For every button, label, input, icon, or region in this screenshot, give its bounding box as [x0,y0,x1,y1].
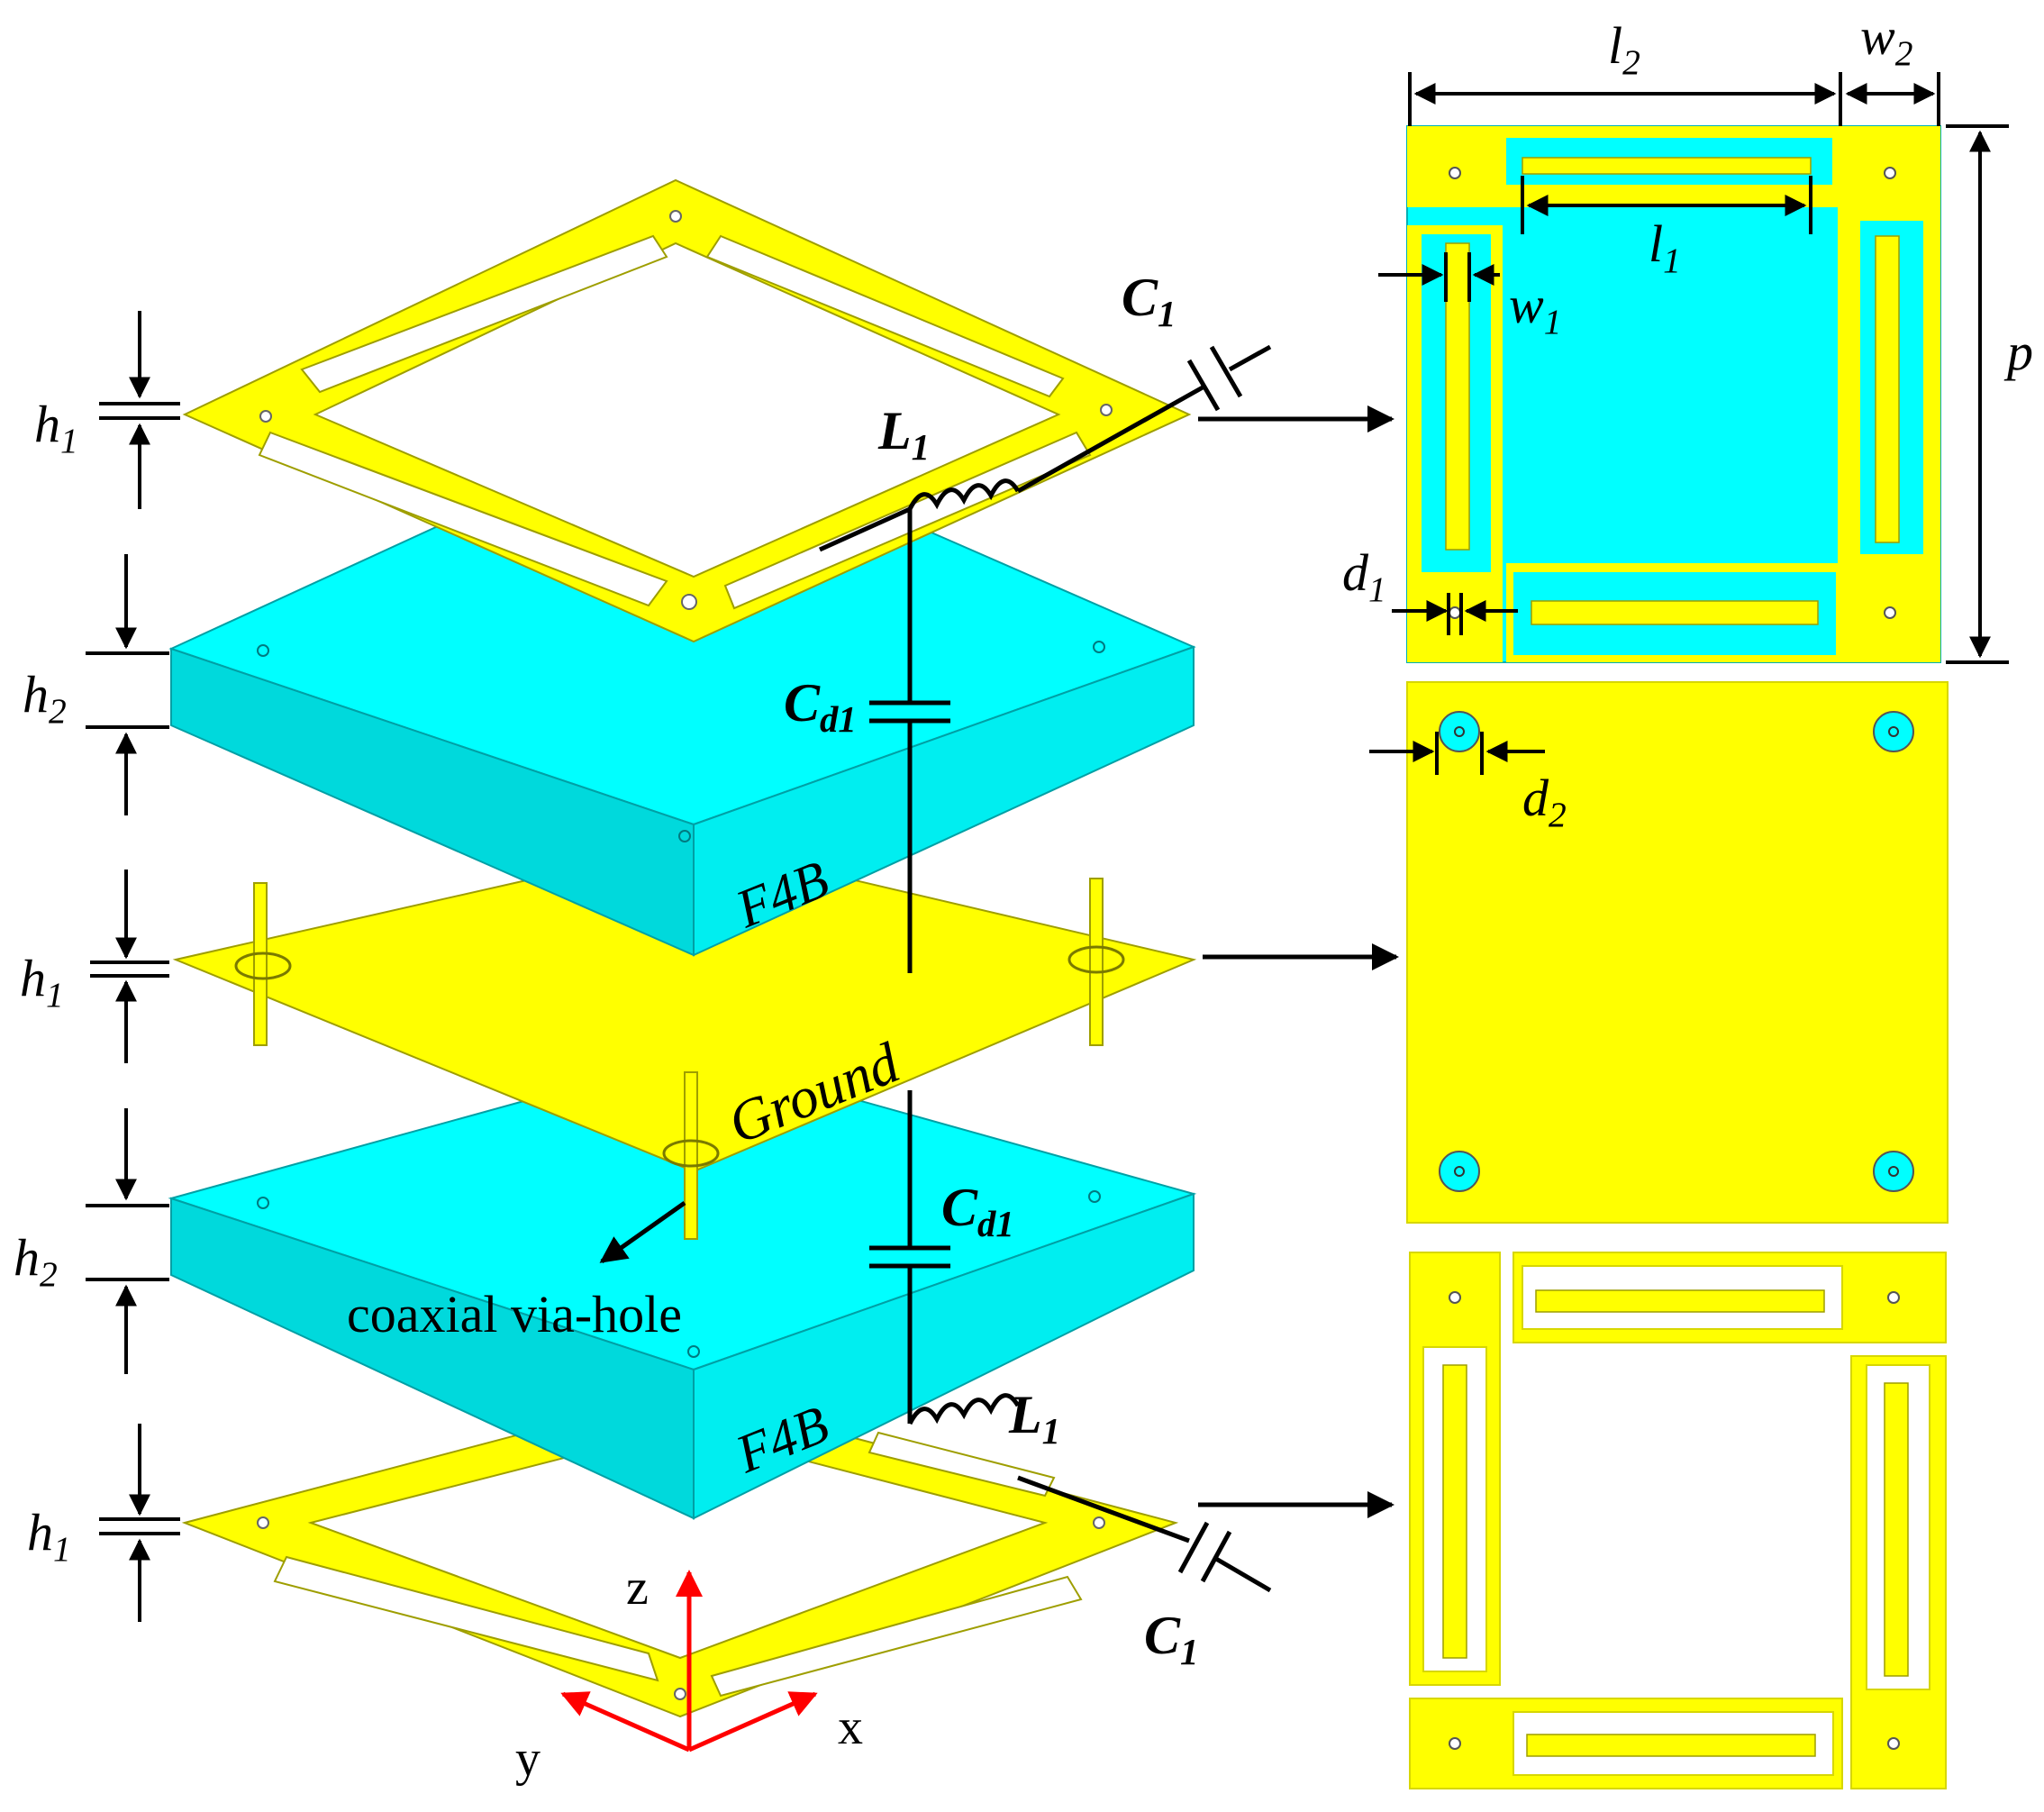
coaxial-pointer [599,1200,686,1264]
h1-top-label: h1 [34,395,78,460]
view-pointers [1198,405,1399,1518]
axis-z-label: z [626,1560,649,1616]
ground-layer-view [1406,681,1949,1224]
cd1-top-label: Cd1 [784,673,857,740]
h1-middle-label: h1 [20,949,64,1015]
top-view-dimensions [1378,72,2009,664]
bottom-metal-layer [181,1390,1179,1718]
p-label: p [2003,323,2033,381]
ground-plane [172,841,1197,1240]
w2-label: w2 [1860,7,1912,73]
ground-view-dimensions [1369,732,1545,775]
h2-top-label: h2 [23,665,67,731]
c1-bottom-label: C1 [1144,1606,1198,1672]
axis-y-label: y [515,1731,541,1787]
d2-label: d2 [1522,769,1567,834]
l2-label: l2 [1608,16,1640,82]
l1-dim-label: l1 [1649,214,1681,280]
coaxial-via-label: coaxial via-hole [347,1285,682,1343]
equivalent-circuit [818,344,1272,1593]
bottom-substrate [168,1052,1197,1520]
bottom-layer-view [1409,1252,1947,1789]
l1-top-label: L1 [877,401,930,468]
thickness-dimensions [86,311,180,1622]
h2-bottom-label: h2 [14,1228,58,1294]
w1-label: w1 [1509,276,1561,341]
d1-label: d1 [1342,543,1386,609]
top-metal-layer [182,178,1192,643]
axis-x-label: x [838,1699,863,1755]
l1-bottom-label: L1 [1008,1385,1060,1452]
coordinate-axes [560,1570,818,1753]
cd1-bottom-label: Cd1 [941,1178,1014,1244]
c1-top-label: C1 [1122,268,1176,334]
h1-bottom-label: h1 [27,1503,71,1569]
